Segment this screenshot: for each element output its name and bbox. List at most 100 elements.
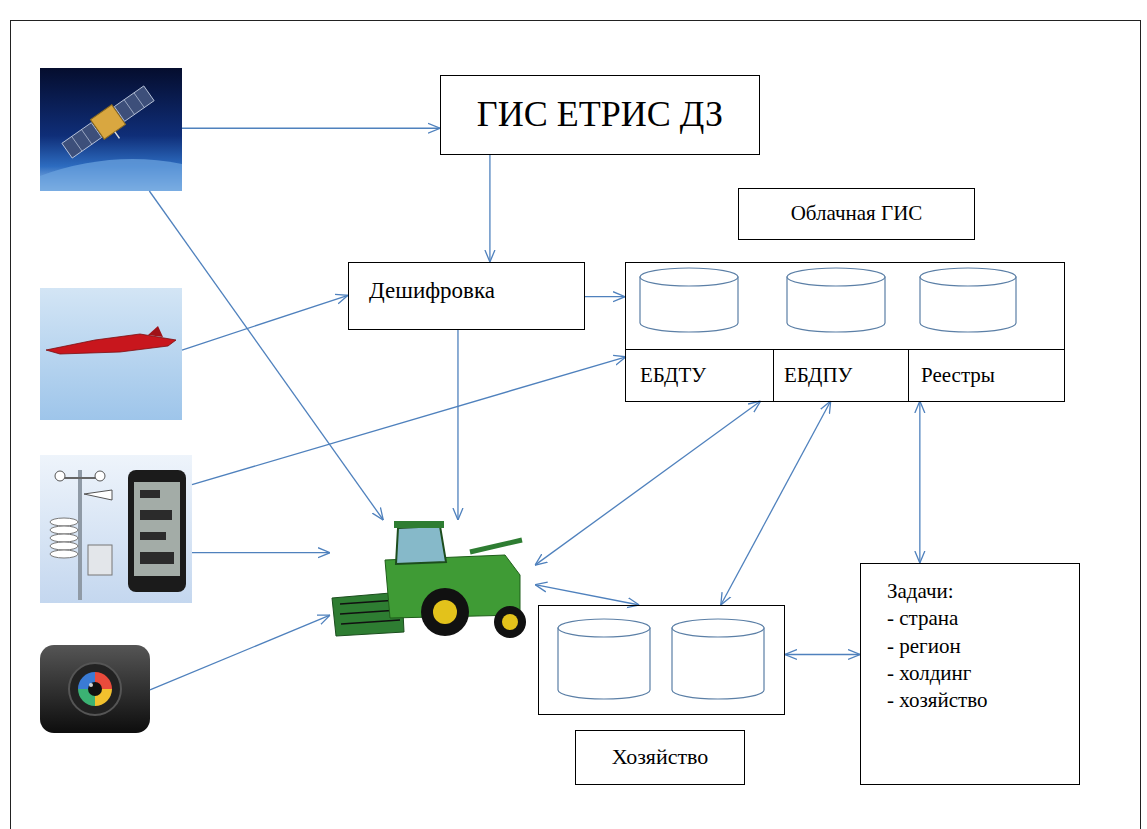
text-holder: Хозяйство bbox=[576, 731, 744, 784]
database-cell: ЕБДТУ bbox=[626, 349, 774, 401]
database-box: ЕБДТУ ЕБДПУ Реестры bbox=[625, 262, 1065, 402]
radiation-shield bbox=[50, 518, 78, 558]
text-holder: ЕБДПУ bbox=[774, 350, 908, 401]
cylinder-top bbox=[920, 268, 1016, 286]
wheel-rim bbox=[502, 614, 518, 630]
satellite-symbol bbox=[60, 83, 160, 167]
cylinder-body bbox=[558, 628, 650, 699]
combine-image bbox=[330, 520, 535, 642]
cab-roof bbox=[394, 521, 444, 528]
lens-highlight bbox=[89, 683, 93, 687]
database-name: ЕБДТУ bbox=[640, 363, 706, 388]
task-line: - хозяйство bbox=[887, 687, 987, 714]
lens-center bbox=[88, 682, 102, 696]
sky-ground bbox=[40, 288, 182, 420]
panel-grid bbox=[134, 93, 144, 108]
front-wheel bbox=[421, 588, 469, 636]
display-segment bbox=[140, 532, 166, 540]
text-holder: Задачи:- страна- регион- холдинг- хозяйс… bbox=[861, 564, 1079, 784]
reel bbox=[341, 620, 400, 624]
panel-grid bbox=[82, 130, 92, 145]
double-arrow bbox=[785, 654, 860, 655]
satellite-image bbox=[40, 68, 182, 191]
arrow bbox=[457, 330, 458, 520]
outer-frame bbox=[11, 21, 1141, 829]
cylinder-top bbox=[640, 268, 738, 286]
task-line: - страна bbox=[887, 605, 958, 632]
arrow bbox=[149, 191, 383, 520]
text-holder: Реестры bbox=[909, 350, 1064, 401]
box-title: Хозяйство bbox=[612, 744, 709, 770]
arrow bbox=[150, 615, 330, 690]
anemometer-cup bbox=[95, 471, 105, 481]
antenna bbox=[115, 132, 120, 139]
wheel-rim bbox=[433, 600, 457, 624]
process-name: Дешифровка bbox=[369, 277, 495, 305]
arrow bbox=[489, 155, 490, 262]
cylinder-top bbox=[672, 619, 764, 637]
task-line: Задачи: bbox=[887, 578, 954, 605]
uav-wing bbox=[46, 334, 176, 354]
earth-horizon bbox=[40, 159, 182, 191]
cab bbox=[396, 526, 446, 564]
wind-vane bbox=[84, 490, 112, 500]
arrow bbox=[192, 552, 330, 553]
text-holder: ЕБДТУ bbox=[626, 350, 773, 401]
shield-plate bbox=[50, 534, 78, 542]
mast bbox=[78, 470, 82, 600]
cylinder-body bbox=[672, 628, 764, 699]
display-segment bbox=[140, 490, 160, 498]
task-line: - регион bbox=[887, 633, 961, 660]
database-cell: ЕБДПУ bbox=[774, 349, 909, 401]
double-arrow bbox=[535, 401, 761, 565]
camera-image bbox=[40, 645, 150, 733]
cylinder-top bbox=[558, 619, 650, 637]
shield-plate bbox=[50, 526, 78, 534]
satellite-picture bbox=[40, 68, 182, 191]
cylinder-top bbox=[787, 268, 885, 286]
shield-plate bbox=[50, 518, 78, 526]
uav-tail bbox=[148, 326, 163, 337]
arrow bbox=[182, 295, 348, 350]
panel-grid bbox=[72, 136, 82, 151]
database-cylinders bbox=[640, 268, 1016, 332]
unloading-tube bbox=[470, 540, 522, 552]
process-box: Дешифровка bbox=[348, 262, 585, 330]
weather-ground bbox=[40, 455, 192, 603]
shield-plate bbox=[50, 550, 78, 558]
box-title: Облачная ГИС bbox=[791, 201, 923, 226]
weather-station-picture bbox=[40, 455, 192, 603]
display-segment bbox=[140, 510, 172, 520]
space-ground bbox=[40, 68, 182, 191]
tasks-box: Задачи:- страна- регион- холдинг- хозяйс… bbox=[860, 563, 1080, 785]
arrow bbox=[192, 357, 626, 485]
double-arrow bbox=[535, 585, 639, 605]
shield-plate bbox=[50, 542, 78, 550]
database-name: ЕБДПУ bbox=[784, 363, 852, 388]
anemometer-arm bbox=[60, 477, 100, 479]
solar-panel bbox=[114, 86, 154, 121]
weather-station-image bbox=[40, 455, 192, 603]
anemometer-cup bbox=[55, 471, 65, 481]
system-box: ГИС ЕТРИС ДЗ bbox=[440, 75, 760, 155]
text-holder: ГИС ЕТРИС ДЗ bbox=[441, 76, 759, 154]
display-screen bbox=[134, 482, 180, 576]
lens-ring bbox=[69, 663, 121, 715]
task-line: - холдинг bbox=[887, 660, 971, 687]
arrow bbox=[182, 128, 440, 129]
uav-picture bbox=[40, 288, 182, 420]
rear-wheel bbox=[494, 606, 526, 638]
display-console bbox=[128, 470, 186, 592]
double-arrow bbox=[721, 401, 831, 605]
database-name: Реестры bbox=[921, 363, 995, 388]
display-segment bbox=[140, 552, 174, 564]
uav-image bbox=[40, 288, 182, 420]
combine-harvester-picture bbox=[332, 521, 526, 638]
text-holder: Облачная ГИС bbox=[739, 189, 974, 239]
panel-grid bbox=[124, 100, 134, 115]
farm-database-box bbox=[538, 605, 785, 715]
system-name: ГИС ЕТРИС ДЗ bbox=[477, 93, 723, 136]
double-arrow bbox=[919, 401, 920, 563]
cloud-gis-box: Облачная ГИС bbox=[738, 188, 975, 240]
